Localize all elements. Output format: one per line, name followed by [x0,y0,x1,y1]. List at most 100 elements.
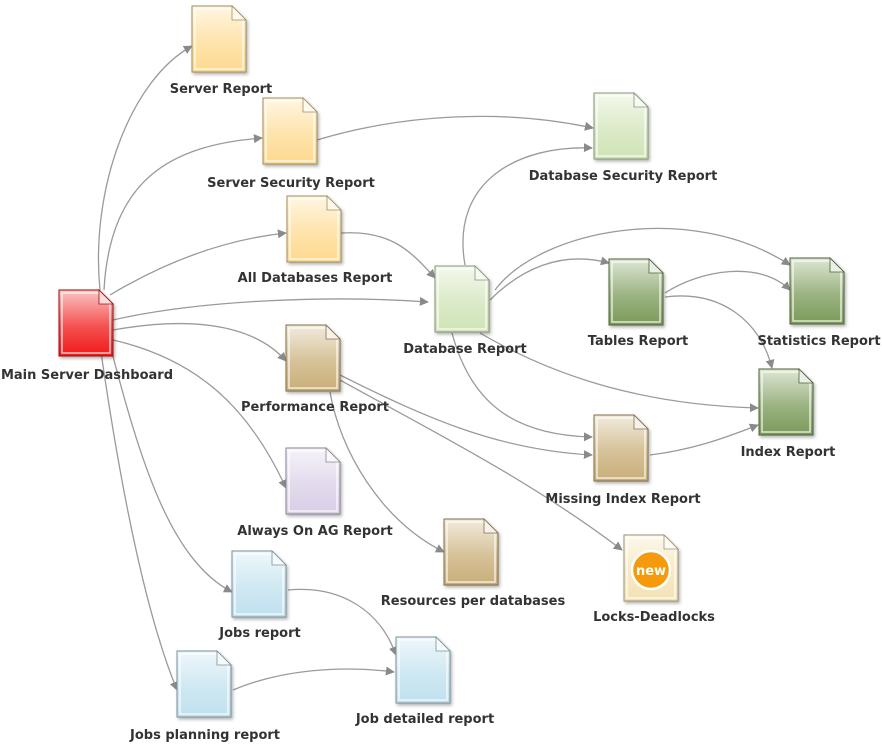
edge-main-dashboard-to-database-report [112,296,429,321]
document-highlight [446,521,496,583]
document-icon [434,265,490,333]
label-database-security: Database Security Report [528,169,718,184]
edge-jobs-report-to-job-detailed [287,588,398,656]
node-missing-index[interactable] [593,414,649,482]
document-highlight [289,198,339,260]
node-server-report[interactable] [191,5,247,73]
node-jobs-report[interactable] [231,550,287,618]
node-database-report[interactable] [434,265,490,333]
document-highlight [437,268,487,330]
label-jobs-planning: Jobs planning report [129,728,281,743]
document-highlight [194,8,244,70]
document-highlight [265,100,315,162]
edge-performance-report-to-locks-deadlocks [339,379,623,551]
node-locks-deadlocks[interactable]: new [623,534,679,602]
node-jobs-planning[interactable] [176,650,232,718]
edge-jobs-planning-to-job-detailed [232,666,395,691]
document-highlight [596,95,646,157]
edge-main-dashboard-to-always-on [112,339,287,489]
label-missing-index: Missing Index Report [545,492,701,507]
edge-main-dashboard-to-performance-report [112,322,287,362]
node-always-on[interactable] [285,447,341,515]
node-main-dashboard[interactable] [58,289,114,357]
node-statistics-report[interactable] [789,257,845,325]
document-icon [395,636,451,704]
new-badge-icon [630,549,672,591]
document-icon [176,650,232,718]
page-fold-icon [663,534,679,550]
document-highlight [398,639,448,701]
label-jobs-report: Jobs report [219,626,301,641]
label-performance-report: Performance Report [240,400,390,415]
edge-database-report-to-statistics-report [494,227,791,291]
page-fold-icon [798,368,814,384]
edge-main-dashboard-to-all-databases [109,229,287,296]
label-resources-db: Resources per databases [380,594,566,609]
page-fold-icon [325,447,341,463]
document-icon [789,257,845,325]
label-always-on: Always On AG Report [237,524,393,539]
document-highlight [611,261,661,323]
label-server-report: Server Report [169,82,273,97]
document-icon [231,550,287,618]
document-highlight [596,417,646,479]
document-highlight [288,450,338,512]
node-server-security[interactable] [262,97,318,165]
edge-performance-report-to-resources-db [329,391,445,553]
label-locks-deadlocks: Locks-Deadlocks [593,610,715,625]
page-fold-icon [648,258,664,274]
page-fold-icon [271,550,287,566]
document-highlight [792,260,842,322]
node-resources-db[interactable] [443,518,499,586]
edge-database-report-to-index-report [479,332,759,413]
edge-main-dashboard-to-server-security [103,134,263,291]
label-server-security: Server Security Report [207,176,375,191]
document-icon [262,97,318,165]
page-fold-icon [633,414,649,430]
label-statistics-report: Statistics Report [757,334,881,349]
node-index-report[interactable] [758,368,814,436]
document-icon [758,368,814,436]
page-fold-icon [326,195,342,211]
edge-database-report-to-missing-index [451,332,593,442]
document-highlight [234,553,284,615]
document-icon [191,5,247,73]
document-highlight [288,327,338,389]
label-job-detailed: Job detailed report [355,712,495,727]
document-highlight [626,537,676,599]
page-fold-icon [483,518,499,534]
page-fold-icon [98,289,114,305]
page-fold-icon [829,257,845,273]
page-fold-icon [474,265,490,281]
label-tables-report: Tables Report [587,334,689,349]
document-icon [593,92,649,160]
page-fold-icon [325,324,341,340]
document-icon [58,289,114,357]
edge-database-report-to-tables-report [489,256,610,301]
edge-missing-index-to-index-report [649,423,759,456]
edge-main-dashboard-to-jobs-planning [99,344,179,691]
node-performance-report[interactable] [285,324,341,392]
new-badge-text: new [636,564,666,579]
node-job-detailed[interactable] [395,636,451,704]
label-database-report: Database Report [403,342,527,357]
node-all-databases[interactable] [286,195,342,263]
document-icon [285,447,341,515]
document-highlight [761,371,811,433]
edge-server-security-to-database-security [316,115,594,141]
page-fold-icon [302,97,318,113]
page-fold-icon [231,5,247,21]
node-tables-report[interactable] [608,258,664,326]
page-fold-icon [216,650,232,666]
edge-performance-report-to-missing-index [339,374,593,460]
node-database-security[interactable] [593,92,649,160]
edge-main-dashboard-to-server-report [97,45,193,291]
document-icon [286,195,342,263]
document-icon [608,258,664,326]
document-icon [593,414,649,482]
page-fold-icon [435,636,451,652]
label-index-report: Index Report [740,445,836,460]
label-main-dashboard: Main Server Dashboard [0,368,174,383]
